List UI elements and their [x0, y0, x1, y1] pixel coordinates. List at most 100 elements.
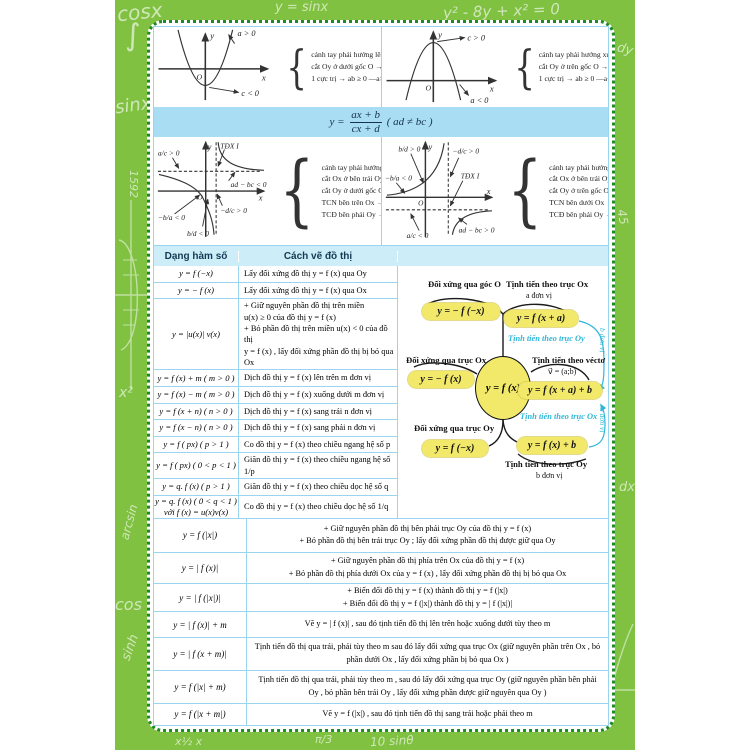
y-intercept-label: b/d > 0 — [398, 144, 420, 153]
determinant-label: ad − bc > 0 — [458, 225, 494, 234]
note-line: TCN bên trên Ox → a/c > 0 — [321, 197, 381, 207]
note-line: cắt Oy ở dưới gốc O → c < 0 — [311, 62, 380, 72]
desc-cell: Co đồ thị y = f (x) theo chiều dọc hệ số… — [244, 502, 389, 512]
desc-cell: Tịnh tiến đồ thị qua trái, phải tùy theo… — [254, 642, 601, 664]
table-row: y = f (x − n) ( n > 0 )Dịch đồ thị y = f… — [154, 419, 397, 436]
mindmap-label-origin-symmetry: Đối xứng qua góc O — [428, 279, 501, 289]
mindmap-label-translate-ox: Tịnh tiến theo trục Ox — [506, 279, 589, 289]
parabola-up-graph: y x O a > 0 c < 0 — [154, 27, 282, 107]
hyperbola-left-panel: y x O a/c > 0 TĐX I ad − bc < 0 −b/a < 0… — [154, 137, 381, 245]
fraction-numerator: ax + b — [351, 109, 381, 122]
desc-cell: + Giữ nguyên phần đồ thị phía trên Ox củ… — [288, 556, 567, 578]
mindmap-node-f-x-plus-b: y = f (x) + b — [517, 437, 587, 454]
c-coef-label: c < 0 — [241, 89, 259, 98]
table-header-row: Dạng hàm số Cách vẽ đồ thị — [154, 246, 608, 266]
fraction-denominator: cx + d — [349, 121, 382, 135]
y-axis-label: y — [437, 29, 442, 39]
mindmap-node-neg-f-x: y = − f (x) — [408, 371, 474, 388]
hyperbola-increasing-graph: y x O b/d > 0 −d/c > 0 −b/a < 0 TĐX I ad… — [382, 137, 500, 245]
mindmap-label-ox-symmetry: Đối xứng qua trục Ox — [406, 355, 487, 365]
desc-cell: Dịch đồ thị y = f (x) lên trên m đơn vị — [244, 373, 372, 383]
note-line: TCĐ bên phải Oy → −d/c > 0 — [321, 209, 381, 219]
table-row: y = q. f (x) ( 0 < q < 1 ) với f (x) = u… — [154, 494, 397, 518]
note-line: 1 cực trị → ab ≥ 0 —a<0→ b ≤ 0 — [538, 73, 608, 83]
form-cell: y = − f (x) — [154, 282, 239, 299]
origin-label: O — [197, 193, 203, 201]
form-cell: y = f (x + n) ( n > 0 ) — [154, 403, 239, 420]
table-row: y = |u(x)| v(x)+ Giữ nguyên phần đồ thị … — [154, 298, 397, 370]
hyperbola-right-panel: y x O b/d > 0 −d/c > 0 −b/a < 0 TĐX I ad… — [380, 137, 608, 245]
doodle-text: dx — [619, 480, 635, 495]
desc-cell: + Biến đổi đồ thị y = f (x) thành đồ thị… — [342, 586, 513, 608]
note-line: cánh tay phải hướng xuống → ad − bc < 0 — [321, 162, 381, 172]
form-cell: y = f (x) − m ( m > 0 ) — [154, 386, 239, 403]
y-intercept-label: b/d < 0 — [187, 228, 209, 237]
desc-cell: Dịch đồ thị y = f (x) sang phải n đơn vị — [244, 423, 376, 433]
note-line: cánh tay phải hướng lên → ad − bc > 0 — [549, 162, 608, 172]
form-cell: y = | f (x)| + m — [154, 612, 247, 637]
form-cell: y = q. f (x) ( p > 1 ) — [154, 479, 239, 495]
form-cell: y = f (|x + m|) — [154, 703, 247, 725]
quadratic-left-notes: { cánh tay phải hướng lên → a > 0 cắt Oy… — [282, 44, 381, 90]
form-cell: y = f (|x|) — [154, 519, 247, 552]
note-line: cắt Oy ở trên gốc O → c > 0 — [538, 62, 608, 72]
doodle-text: x² — [119, 385, 133, 401]
form-cell: y = | f (|x|)| — [154, 583, 247, 612]
table-row: y = f (|x|)+ Giữ nguyên phần đồ thị bên … — [154, 519, 608, 552]
poster-background: cosx ∫ sinx y = sinx y² - 8y + x² = 0 15… — [115, 0, 635, 750]
quadratic-right-panel: y x O c > 0 a < 0 { cánh tay phải hướng … — [380, 27, 608, 107]
x-intercept-label: −b/a < 0 — [384, 173, 411, 182]
hyperbola-branch — [386, 142, 445, 196]
note-line: cánh tay phải hướng xuống → a < 0 — [538, 50, 608, 60]
mindmap-link-label-translate-oy: Tịnh tiến theo trục Oy — [508, 334, 585, 343]
table-body-wrap: y = f (−x)Lấy đối xứng đồ thị y = f (x) … — [154, 266, 608, 518]
mindmap-node-f-negx: y = f (−x) — [422, 440, 488, 457]
table-row: y = f (x) − m ( m > 0 )Dịch đồ thị y = f… — [154, 385, 397, 403]
determinant-label: ad − bc < 0 — [231, 179, 267, 188]
brace-glyph: { — [279, 146, 315, 236]
hyperbola-decreasing-graph: y x O a/c > 0 TĐX I ad − bc < 0 −b/a < 0… — [154, 137, 272, 245]
note-line: 1 cực trị → ab ≥ 0 —a>0→ b ≥ 0 — [311, 73, 380, 83]
asymptote-ratio-label: a/c > 0 — [158, 148, 180, 157]
x-axis-label: x — [258, 193, 263, 202]
doodle-text: cos — [115, 595, 142, 614]
hyperbola-branch — [158, 173, 215, 235]
mindmap-side-a-units: a đơn vị — [598, 408, 607, 433]
desc-cell: Vẽ y = f (|x|) , sau đó tịnh tiến đồ thị… — [322, 709, 533, 719]
x-intercept-label: −b/a < 0 — [158, 213, 185, 222]
form-cell: y = f ( px) ( p > 1 ) — [154, 436, 239, 453]
quadratic-right-notes: { cánh tay phải hướng xuống → a < 0 cắt … — [510, 44, 608, 90]
parabola-down-graph: y x O c > 0 a < 0 — [382, 27, 510, 107]
desc-cell: Co đồ thị y = f (x) theo chiều ngang hệ … — [244, 439, 391, 449]
table-row: y = f (x) + m ( m > 0 )Dịch đồ thị y = f… — [154, 369, 397, 386]
banner-lhs: y = — [329, 116, 345, 128]
table-row: y = f (−x)Lấy đối xứng đồ thị y = f (x) … — [154, 266, 397, 282]
mindmap-label-translate-vector: Tịnh tiến theo véctơ — [532, 355, 606, 365]
y-axis-label: y — [209, 30, 214, 40]
doodle-graph — [115, 200, 147, 390]
form-cell: y = | f (x)| — [154, 552, 247, 583]
rational-function-banner: y = ax + b cx + d ( ad ≠ bc ) — [154, 107, 608, 137]
y-axis-label: y — [207, 142, 212, 151]
table-row: y = f (x + n) ( n > 0 ) Dịch đồ thị y = f… — [154, 402, 397, 420]
asymptote-ratio-label: a/c < 0 — [406, 230, 428, 239]
mindmap-sub-a-units: a đơn vị — [526, 291, 553, 300]
parabola-curve — [404, 41, 461, 100]
transform-mindmap: Đối xứng qua góc O y = − f (−x) Tịnh tiế… — [398, 266, 608, 518]
transform-table: y = f (−x)Lấy đối xứng đồ thị y = f (x) … — [154, 266, 398, 518]
column-header-form: Dạng hàm số — [154, 250, 239, 262]
origin-label: O — [418, 199, 424, 207]
poster-content: y x O a > 0 c < 0 { cánh tay phải hướng … — [153, 26, 609, 726]
table-row: y = | f (|x|)| + Biến đổi đồ thị y = f (x… — [154, 582, 608, 612]
x-axis-label: x — [485, 187, 490, 196]
doodle-text: x½ x — [175, 735, 203, 748]
doodle-text: y² - 8y + x² = 0 — [442, 0, 561, 23]
note-line: TCĐ bên phải Oy → −d/c > 0 — [549, 209, 608, 219]
doodle-text: π/3 — [315, 733, 333, 746]
table-row: y = − f (x)Lấy đối xứng đồ thị y = f (x)… — [154, 281, 397, 299]
mindmap-sub-b-units: b đơn vị — [536, 471, 563, 480]
note-line: cánh tay phải hướng lên → a > 0 — [311, 50, 381, 60]
desc-cell: Dịch đồ thị y = f (x) sang trái n đơn vị — [244, 406, 373, 416]
